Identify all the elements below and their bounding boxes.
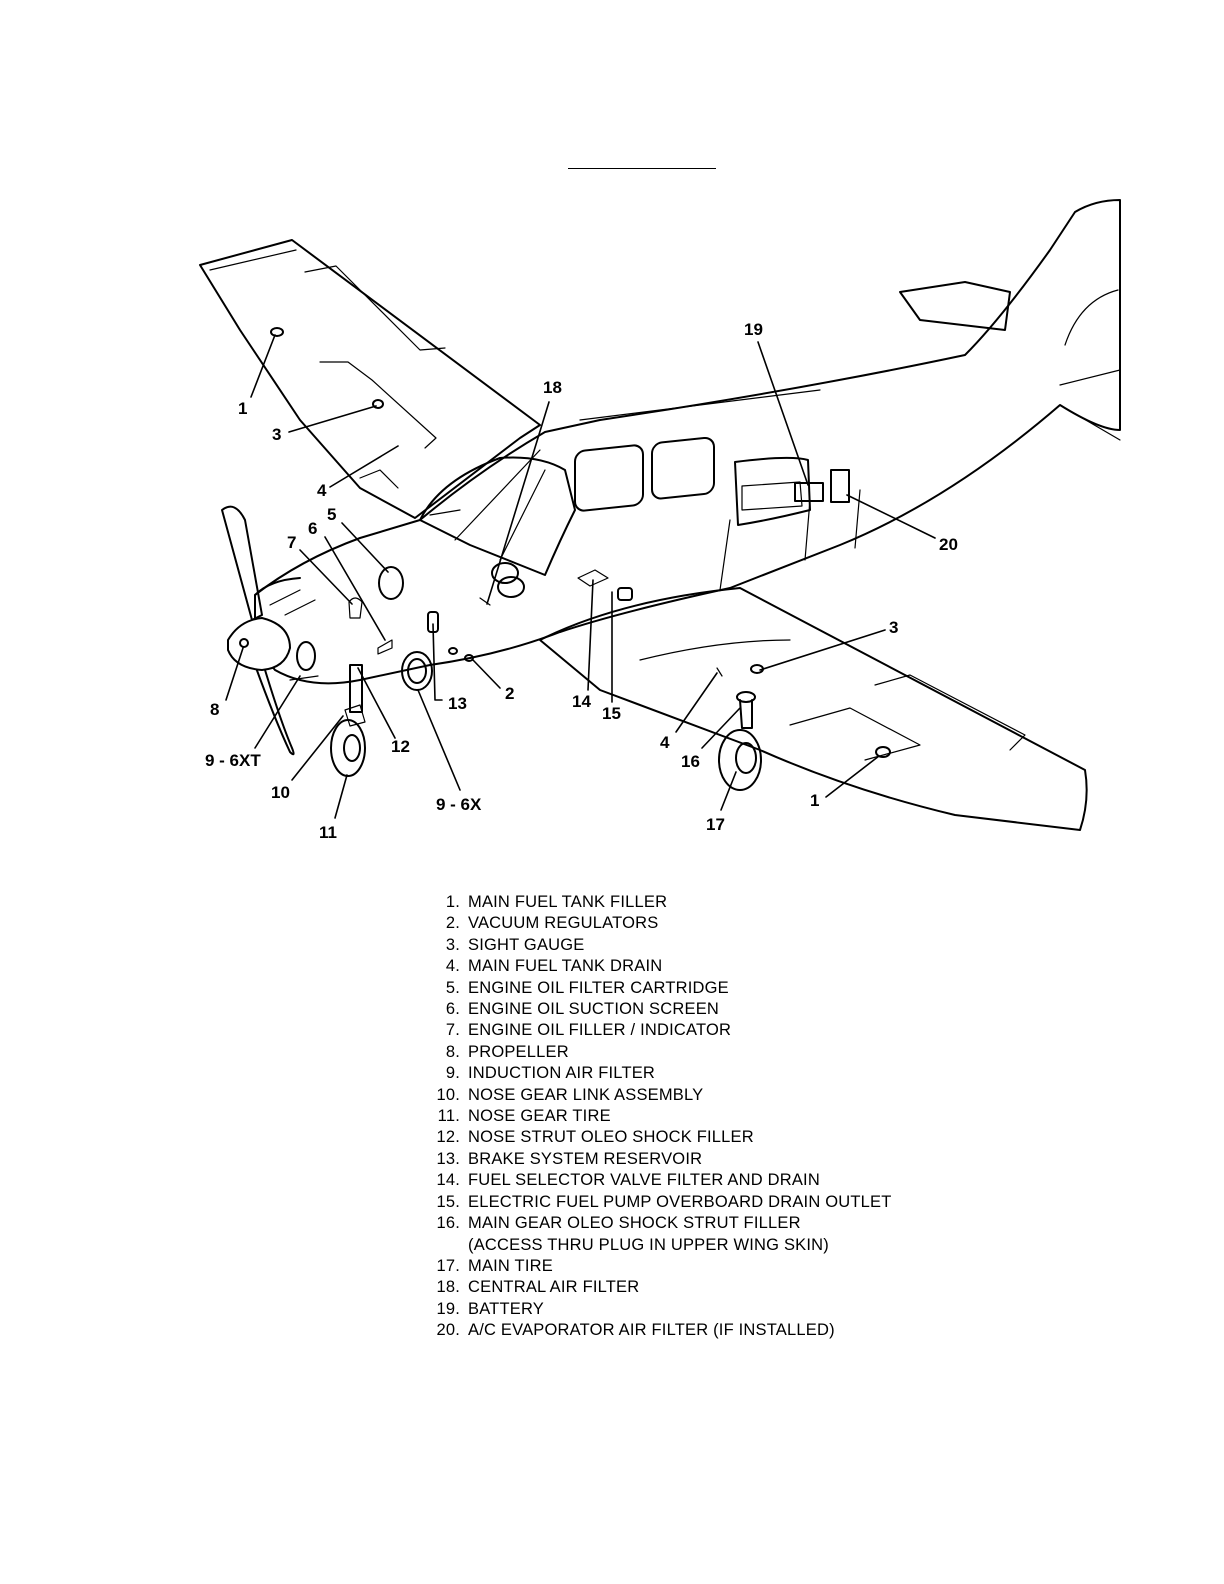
callout-18: 18	[543, 378, 562, 397]
callout-9-6xt: 9 - 6XT	[205, 751, 261, 770]
legend-number: 14.	[436, 1171, 460, 1190]
legend-number: 11.	[437, 1107, 460, 1126]
legend-item: 18. CENTRAL AIR FILTER	[420, 1277, 980, 1298]
legend-item: 5. ENGINE OIL FILTER CARTRIDGE	[420, 978, 980, 999]
legend-item: 10. NOSE GEAR LINK ASSEMBLY	[420, 1085, 980, 1106]
callout-7: 7	[287, 533, 296, 552]
legend-number: 3.	[445, 935, 460, 954]
legend-number: 15.	[436, 1192, 460, 1211]
callout-4-left-wing: 4	[317, 481, 327, 500]
legend-number: 6.	[445, 1000, 460, 1019]
legend-number: 1.	[445, 893, 460, 911]
left-wing	[199, 239, 541, 519]
legend-number: 16.	[436, 1214, 460, 1233]
callout-3-left-wing: 3	[272, 425, 281, 444]
callout-16: 16	[681, 752, 700, 771]
tail	[899, 281, 1121, 441]
aircraft-servicing-diagram: 1 3 4 5 6 7 8 9 - 6XT 10 11 12 9 - 6X 13…	[199, 199, 1121, 842]
legend-text: MAIN FUEL TANK DRAIN	[468, 957, 663, 976]
callout-4-right-wing: 4	[660, 733, 670, 752]
legend-text: NOSE STRUT OLEO SHOCK FILLER	[468, 1128, 754, 1147]
legend-item: 8. PROPELLER	[420, 1042, 980, 1063]
legend-item: 3. SIGHT GAUGE	[420, 935, 980, 956]
legend-item: 7. ENGINE OIL FILLER / INDICATOR	[420, 1020, 980, 1041]
callout-1-right-wing: 1	[810, 791, 819, 810]
legend-number: 9.	[445, 1064, 460, 1083]
legend-text: A/C EVAPORATOR AIR FILTER (IF INSTALLED)	[468, 1321, 835, 1340]
legend-item: 1. MAIN FUEL TANK FILLER	[420, 892, 980, 913]
legend-item: 11. NOSE GEAR TIRE	[420, 1106, 980, 1127]
legend-text: MAIN TIRE	[468, 1256, 553, 1275]
legend-text: (ACCESS THRU PLUG IN UPPER WING SKIN)	[468, 1235, 829, 1254]
legend-item: 6. ENGINE OIL SUCTION SCREEN	[420, 999, 980, 1020]
legend-text: ENGINE OIL SUCTION SCREEN	[468, 1000, 720, 1019]
legend-item: 9. INDUCTION AIR FILTER	[420, 1063, 980, 1084]
callout-1-left-wing: 1	[238, 399, 247, 418]
callout-10: 10	[271, 783, 290, 802]
callout-14: 14	[572, 692, 591, 711]
legend-number: 17.	[436, 1256, 460, 1275]
title-underline	[568, 168, 716, 169]
legend-number: 7.	[445, 1021, 460, 1040]
legend-number: 18.	[436, 1278, 460, 1297]
callout-5: 5	[327, 505, 336, 524]
legend-text: ENGINE OIL FILLER / INDICATOR	[468, 1021, 732, 1040]
legend-number: 4.	[445, 957, 460, 976]
legend-number: 20.	[436, 1321, 460, 1340]
legend-number: 13.	[436, 1149, 460, 1168]
legend-item: 15. ELECTRIC FUEL PUMP OVERBOARD DRAIN OU…	[420, 1192, 980, 1213]
callout-leaders	[225, 334, 936, 819]
callout-6: 6	[308, 519, 317, 538]
legend-text: INDUCTION AIR FILTER	[468, 1064, 656, 1083]
legend-item: 13. BRAKE SYSTEM RESERVOIR	[420, 1149, 980, 1170]
callout-8: 8	[210, 700, 219, 719]
legend-item: 17. MAIN TIRE	[420, 1256, 980, 1277]
propeller	[221, 505, 295, 756]
callout-2: 2	[505, 684, 514, 703]
legend-item: 20. A/C EVAPORATOR AIR FILTER (IF INSTALL…	[420, 1320, 980, 1341]
callout-11: 11	[319, 823, 337, 842]
cabin-windows	[419, 436, 811, 576]
legend-item: 2. VACUUM REGULATORS	[420, 913, 980, 934]
legend-text: BATTERY	[468, 1299, 544, 1318]
legend-text: NOSE GEAR LINK ASSEMBLY	[468, 1085, 704, 1104]
legend-text: ENGINE OIL FILTER CARTRIDGE	[468, 978, 729, 997]
legend-text: SIGHT GAUGE	[468, 935, 585, 954]
legend-text: PROPELLER	[468, 1042, 569, 1061]
callout-20: 20	[939, 535, 958, 554]
fuselage	[254, 199, 1121, 685]
legend-item: 12. NOSE STRUT OLEO SHOCK FILLER	[420, 1127, 980, 1148]
legend-text: VACUUM REGULATORS	[468, 914, 659, 933]
legend-text: NOSE GEAR TIRE	[468, 1107, 611, 1126]
callout-labels: 1 3 4 5 6 7 8 9 - 6XT 10 11 12 9 - 6X 13…	[205, 320, 958, 842]
legend-item: 19. BATTERY	[420, 1299, 980, 1320]
main-gear	[718, 691, 762, 791]
legend-number: 8.	[445, 1042, 460, 1061]
legend-item: 14. FUEL SELECTOR VALVE FILTER AND DRAIN	[420, 1170, 980, 1191]
legend-text: CENTRAL AIR FILTER	[468, 1278, 640, 1297]
legend-number: 10.	[436, 1085, 460, 1104]
legend-text: BRAKE SYSTEM RESERVOIR	[468, 1149, 703, 1168]
callout-12: 12	[391, 737, 410, 756]
legend-text: MAIN FUEL TANK FILLER	[468, 893, 668, 911]
legend-item: 4. MAIN FUEL TANK DRAIN	[420, 956, 980, 977]
component-legend: 1. MAIN FUEL TANK FILLER 2. VACUUM REGULAT…	[420, 892, 980, 1342]
legend-text: FUEL SELECTOR VALVE FILTER AND DRAIN	[468, 1171, 820, 1190]
nose-gear	[330, 664, 366, 777]
callout-19: 19	[744, 320, 763, 339]
legend-item-continuation: (ACCESS THRU PLUG IN UPPER WING SKIN)	[420, 1235, 980, 1256]
callout-13: 13	[448, 694, 467, 713]
engine-cowling	[254, 469, 850, 691]
callout-9-6x: 9 - 6X	[436, 795, 482, 814]
callout-17: 17	[706, 815, 725, 834]
callout-15: 15	[602, 704, 621, 723]
legend-number: 12.	[436, 1128, 460, 1147]
legend-number: 5.	[445, 978, 460, 997]
legend-number: 2.	[445, 914, 460, 933]
callout-3-right-wing: 3	[889, 618, 898, 637]
legend-number: 19.	[436, 1299, 460, 1318]
legend-text: MAIN GEAR OLEO SHOCK STRUT FILLER	[468, 1214, 801, 1233]
legend-text: ELECTRIC FUEL PUMP OVERBOARD DRAIN OUTLE…	[468, 1192, 892, 1211]
legend-item: 16. MAIN GEAR OLEO SHOCK STRUT FILLER	[420, 1213, 980, 1234]
